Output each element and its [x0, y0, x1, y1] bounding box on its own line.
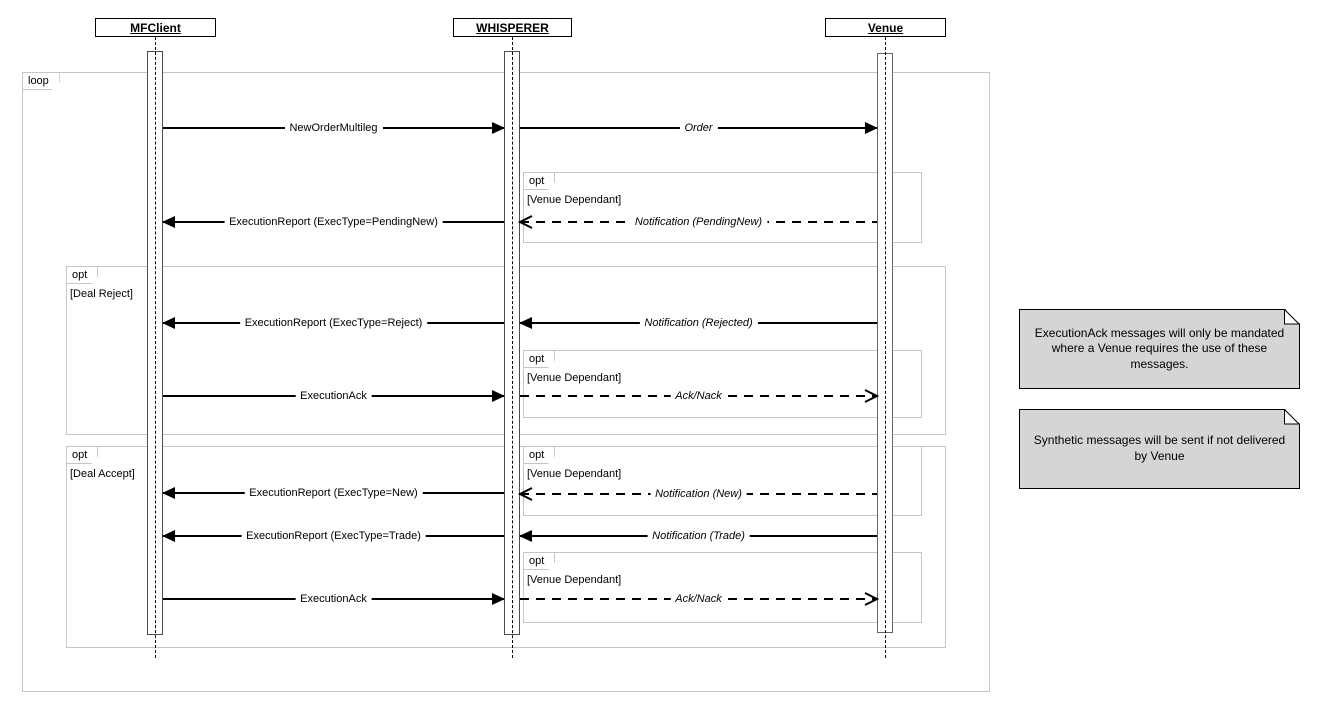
message-label: ExecutionReport (ExecType=New)	[244, 487, 423, 499]
participant-name: Venue	[867, 20, 904, 35]
message-label: Notification (PendingNew)	[629, 216, 768, 228]
message-label: Notification (New)	[650, 488, 747, 500]
participant-name: WHISPERER	[476, 20, 549, 35]
arrowhead-icon	[492, 122, 505, 134]
opt-fragment-label: opt	[523, 350, 556, 368]
lifeline-whisperer	[512, 37, 513, 658]
note-fold-icon	[1284, 309, 1300, 325]
lifeline-venue	[885, 37, 886, 658]
arrowhead-icon	[519, 530, 532, 542]
open-arrowhead-icon	[517, 486, 534, 502]
lifeline-mfclient	[155, 37, 156, 658]
loop-fragment-label: loop	[22, 72, 60, 90]
arrowhead-icon	[865, 122, 878, 134]
message-label: Ack/Nack	[670, 593, 727, 605]
message-label: ExecutionAck	[295, 390, 372, 402]
opt-fragment-pendingnew: opt [Venue Dependant]	[523, 172, 922, 243]
message-label: NewOrderMultileg	[284, 122, 383, 134]
opt-fragment-notification-new: opt [Venue Dependant]	[523, 446, 922, 516]
participant-mfclient: MFClient	[95, 18, 216, 37]
opt-fragment-acknack-reject: opt [Venue Dependant]	[523, 350, 922, 418]
opt-fragment-label: opt	[66, 446, 99, 464]
opt-fragment-label: opt	[523, 446, 556, 464]
arrowhead-icon	[162, 216, 175, 228]
opt-fragment-guard: [Venue Dependant]	[527, 194, 622, 206]
arrowhead-icon	[162, 317, 175, 329]
message-label: Notification (Rejected)	[639, 317, 758, 329]
opt-fragment-guard: [Deal Accept]	[70, 468, 135, 480]
opt-fragment-label: opt	[523, 172, 556, 190]
message-label: Order	[679, 122, 718, 134]
note-text: ExecutionAck messages will only be manda…	[1034, 325, 1285, 371]
arrowhead-icon	[519, 317, 532, 329]
open-arrowhead-icon	[863, 591, 880, 607]
opt-fragment-guard: [Deal Reject]	[70, 288, 133, 300]
opt-fragment-guard: [Venue Dependant]	[527, 468, 622, 480]
open-arrowhead-icon	[863, 388, 880, 404]
note-synthetic-messages: Synthetic messages will be sent if not d…	[1019, 409, 1300, 489]
arrowhead-icon	[492, 593, 505, 605]
message-label: ExecutionReport (ExecType=PendingNew)	[224, 216, 443, 228]
open-arrowhead-icon	[517, 214, 534, 230]
opt-fragment-label: opt	[66, 266, 99, 284]
message-label: Notification (Trade)	[647, 530, 750, 542]
message-label: ExecutionReport (ExecType=Trade)	[241, 530, 426, 542]
note-text: Synthetic messages will be sent if not d…	[1033, 433, 1286, 463]
arrowhead-icon	[162, 487, 175, 499]
message-label: ExecutionReport (ExecType=Reject)	[239, 317, 428, 329]
opt-fragment-label: opt	[523, 552, 556, 570]
message-label: ExecutionAck	[295, 593, 372, 605]
opt-fragment-guard: [Venue Dependant]	[527, 372, 622, 384]
participant-venue: Venue	[825, 18, 946, 37]
participant-name: MFClient	[130, 20, 181, 35]
note-fold-icon	[1284, 409, 1300, 425]
participant-whisperer: WHISPERER	[453, 18, 572, 37]
opt-fragment-guard: [Venue Dependant]	[527, 574, 622, 586]
message-label: Ack/Nack	[670, 390, 727, 402]
arrowhead-icon	[162, 530, 175, 542]
arrowhead-icon	[492, 390, 505, 402]
note-executionack-mandated: ExecutionAck messages will only be manda…	[1019, 309, 1300, 389]
opt-fragment-acknack-accept: opt [Venue Dependant]	[523, 552, 922, 623]
